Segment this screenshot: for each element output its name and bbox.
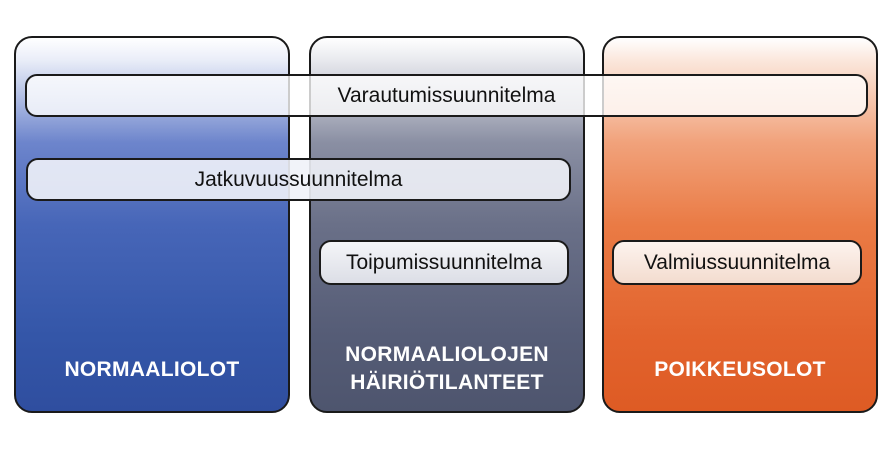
plan-label: Valmiussuunnitelma [643,250,831,274]
plan-bar-jatkuvuussuunnitelma: Jatkuvuussuunnitelma [26,158,571,201]
plan-bar-valmiussuunnitelma: Valmiussuunnitelma [612,240,862,285]
plan-bar-toipumissuunnitelma: Toipumissuunnitelma [319,240,569,285]
plan-label: Jatkuvuussuunnitelma [194,167,403,191]
plan-label: Toipumissuunnitelma [345,250,543,274]
column-title-line: NORMAALIOLOT [64,358,240,381]
column-title-hairiotilanteet: NORMAALIOLOJEN HÄIRIÖTILANTEET [311,341,583,397]
column-title-line: POIKKEUSOLOT [654,358,826,381]
column-title-poikkeusolot: POIKKEUSOLOT [604,356,876,384]
column-title-line: NORMAALIOLOJEN [345,343,549,366]
column-title-normaaliolot: NORMAALIOLOT [16,356,288,384]
plan-label: Varautumissuunnitelma [337,83,556,107]
plan-bar-varautumissuunnitelma: Varautumissuunnitelma [25,74,868,117]
column-title-line: HÄIRIÖTILANTEET [350,371,544,394]
